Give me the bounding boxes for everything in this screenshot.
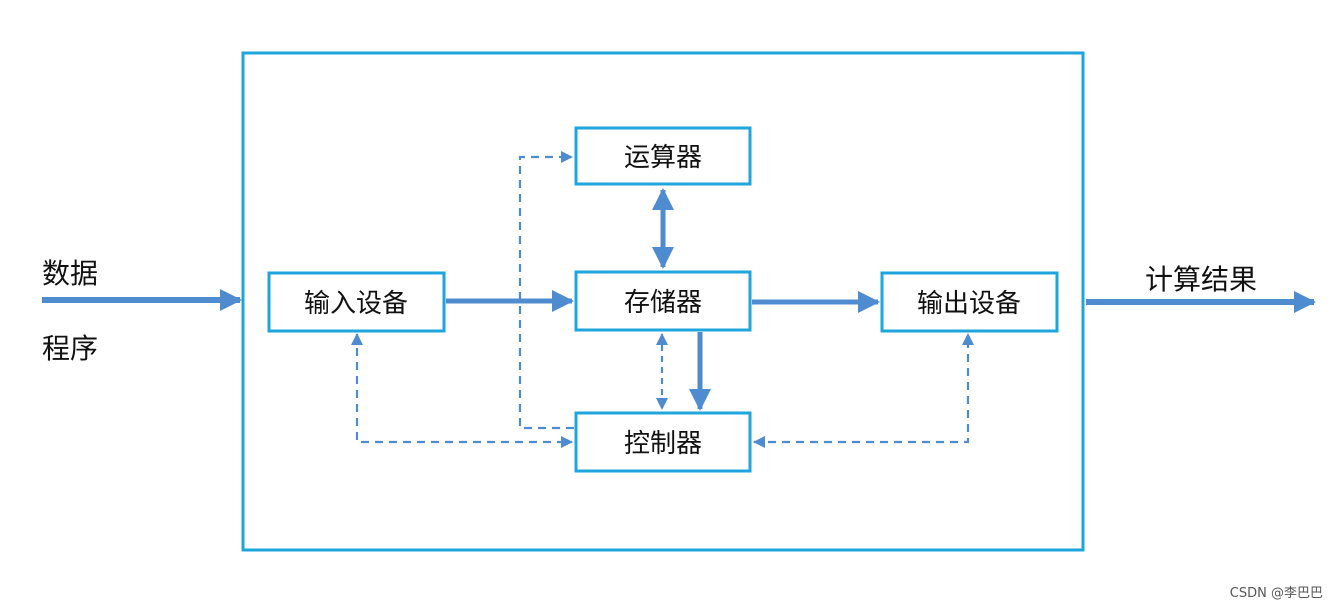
dashed-controller-to-alu <box>518 151 574 430</box>
alu-label: 运算器 <box>624 143 702 173</box>
input-device-label: 输入设备 <box>304 289 408 319</box>
controller-label: 控制器 <box>624 429 702 459</box>
watermark: CSDN @李巴巴 <box>1229 586 1323 601</box>
memory-node: 存储器 <box>574 270 752 332</box>
alu-node: 运算器 <box>574 126 752 186</box>
controller-node: 控制器 <box>574 411 752 473</box>
input-device-node: 输入设备 <box>267 271 446 333</box>
input-label-program: 程序 <box>42 332 98 365</box>
input-label-data: 数据 <box>42 257 98 290</box>
output-device-label: 输出设备 <box>917 289 1021 319</box>
output-label: 计算结果 <box>1145 263 1257 296</box>
memory-label: 存储器 <box>624 288 702 318</box>
dashed-controller-output <box>753 333 974 448</box>
computer-frame <box>241 51 1085 552</box>
dashed-input-controller <box>351 333 573 448</box>
output-device-node: 输出设备 <box>880 271 1059 333</box>
